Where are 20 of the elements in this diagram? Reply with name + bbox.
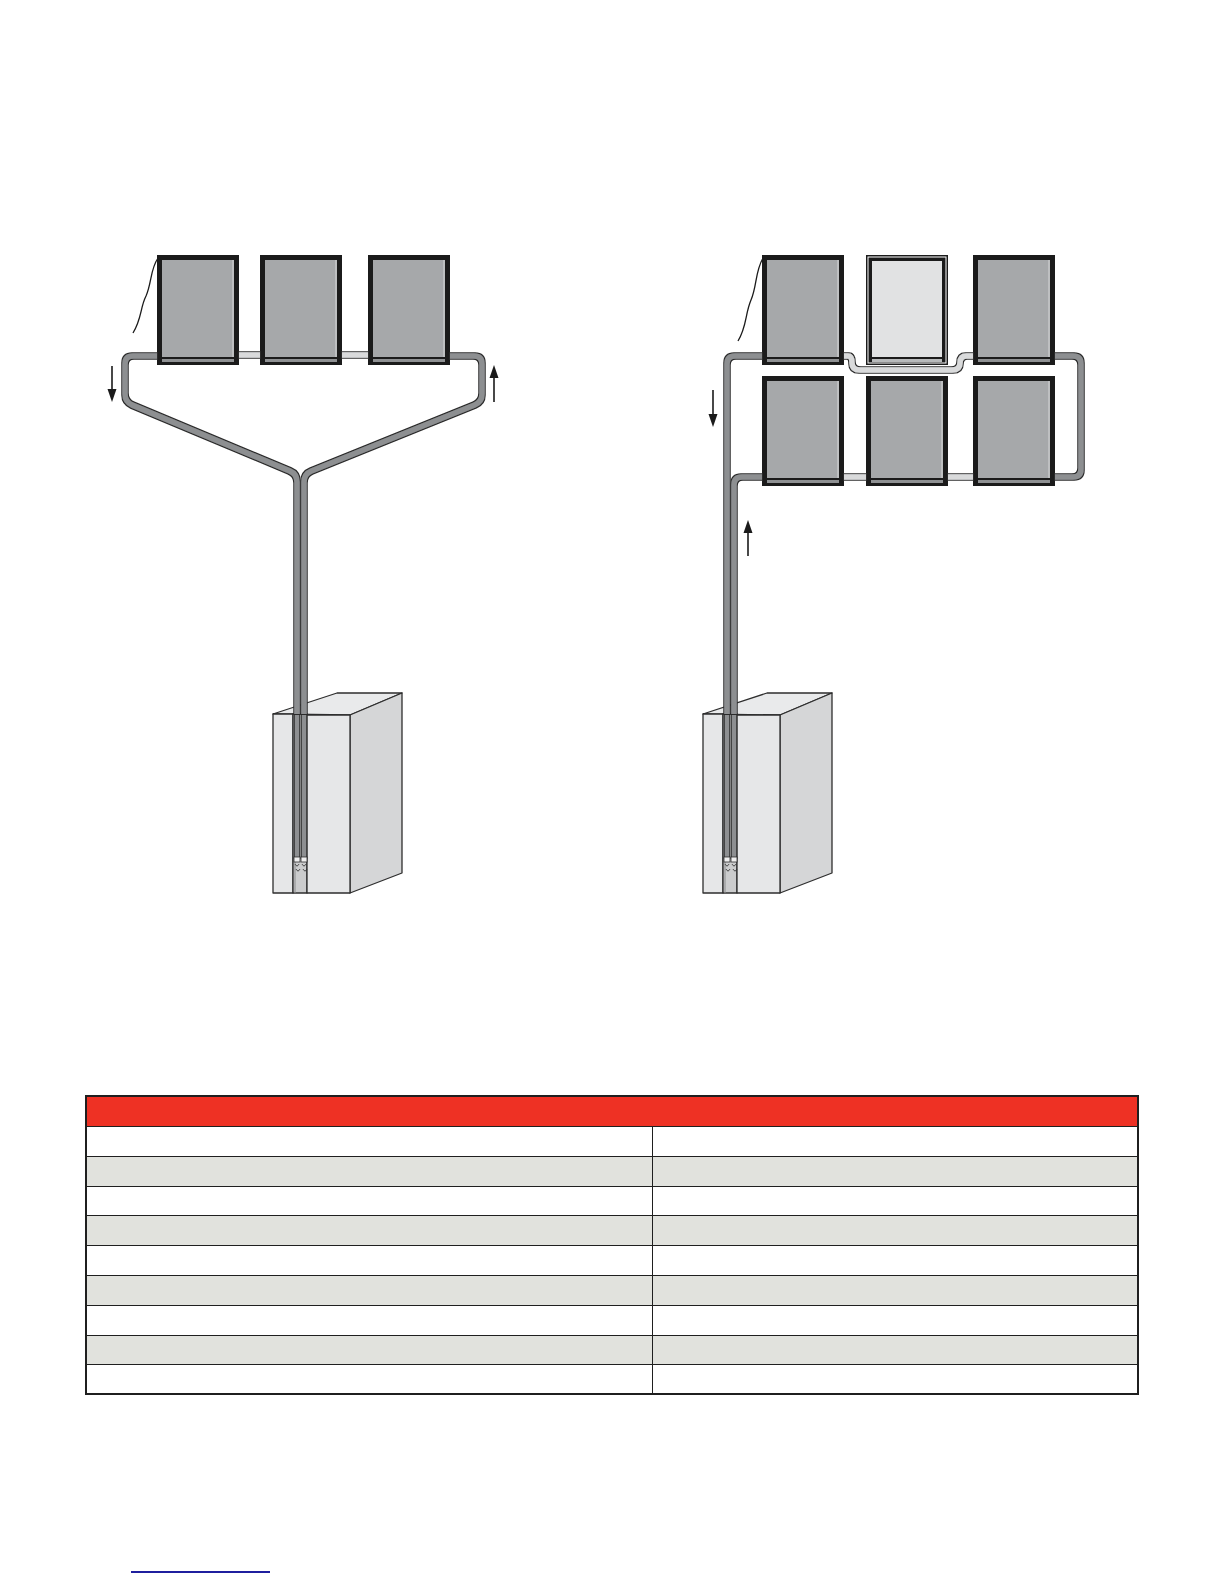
pipe xyxy=(948,474,973,480)
pipe xyxy=(724,353,762,714)
pipe xyxy=(844,474,866,480)
solar-collector-panel xyxy=(368,255,450,365)
solar-collector-panel xyxy=(973,255,1055,365)
pipe xyxy=(239,352,260,358)
storage-tank xyxy=(703,691,833,895)
pipe xyxy=(844,353,973,373)
solar-collector-panel xyxy=(762,376,844,486)
pipe xyxy=(122,353,300,714)
pipe xyxy=(1055,353,1084,480)
solar-collector-panel xyxy=(973,376,1055,486)
storage-tank xyxy=(273,691,403,895)
pipe xyxy=(731,474,762,714)
solar-collector-panel xyxy=(866,376,948,486)
solar-collector-panel xyxy=(157,255,239,365)
solar-collector-panel xyxy=(866,255,948,365)
solar-collector-panel xyxy=(260,255,342,365)
pipe xyxy=(342,352,368,358)
solar-collector-panel xyxy=(762,255,844,365)
